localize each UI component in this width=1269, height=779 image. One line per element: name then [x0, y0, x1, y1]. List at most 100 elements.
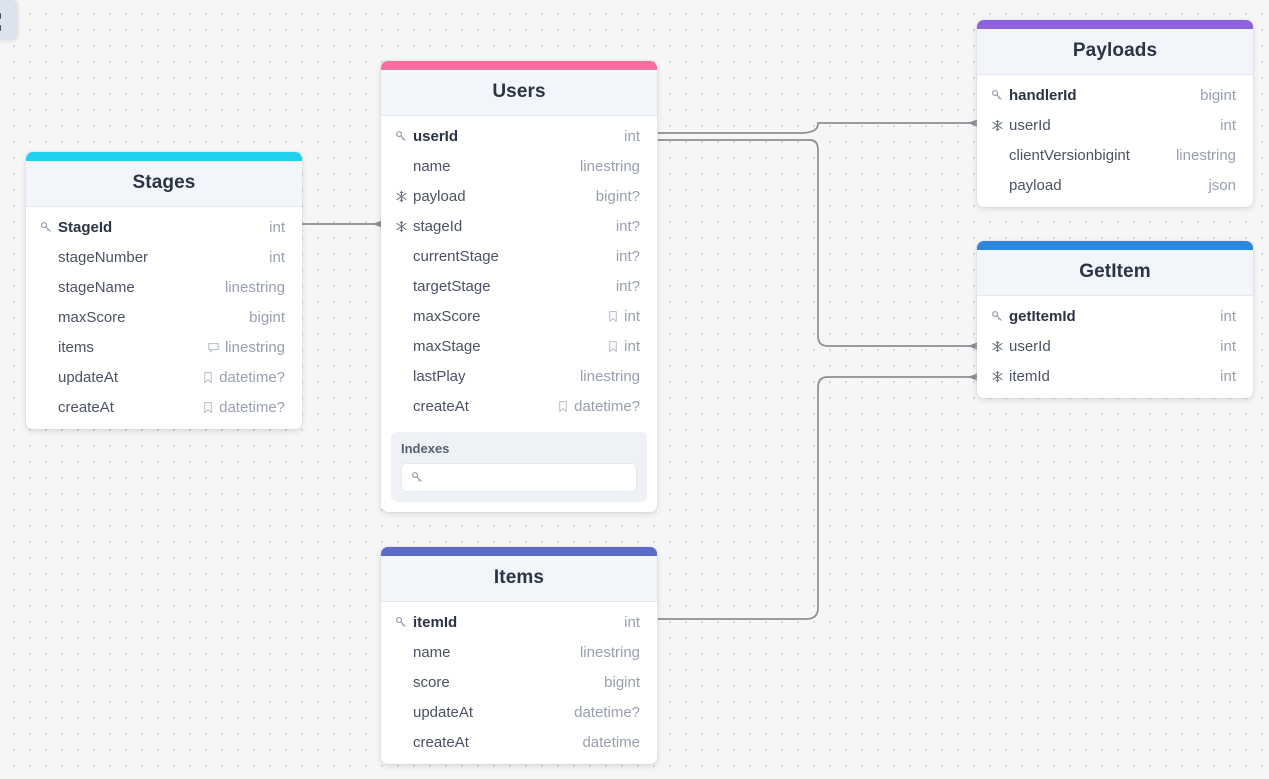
field-name: getItemId [1009, 307, 1076, 325]
field-type: datetime [577, 734, 640, 751]
field-name: payload [1009, 176, 1062, 194]
field-row-payload[interactable]: payload json [977, 170, 1253, 200]
table-title: Payloads [977, 29, 1253, 75]
users-to-payloads-userid [658, 122, 970, 134]
field-type-label: linestring [579, 367, 640, 385]
field-type-label: json [1208, 176, 1236, 194]
table-accent-bar [381, 547, 657, 556]
field-type: int? [611, 218, 640, 235]
field-type-label: datetime? [219, 398, 285, 416]
table-title: Users [381, 70, 657, 116]
field-type-label: bigint? [595, 187, 640, 205]
items-to-getitem-itemid [658, 376, 970, 620]
field-type-label: bigint [1200, 86, 1236, 104]
table-title: GetItem [977, 250, 1253, 296]
key-icon [991, 89, 1009, 102]
bookmark-icon [607, 310, 619, 323]
field-type-label: int [624, 613, 640, 631]
field-type: datetime? [202, 399, 285, 416]
table-title: Items [381, 556, 657, 602]
field-row-getItemId[interactable]: getItemId int [977, 301, 1253, 331]
field-type: int [607, 308, 640, 325]
collapsed-side-panel[interactable] [0, 0, 18, 40]
field-type-label: linestring [224, 338, 285, 356]
field-row-payload[interactable]: payload bigint? [381, 181, 657, 211]
field-type: bigint [1195, 87, 1236, 104]
field-type-label: int [624, 337, 640, 355]
field-name: score [413, 673, 450, 691]
field-type: linestring [575, 368, 640, 385]
field-type: linestring [1171, 147, 1236, 164]
field-name: userId [1009, 116, 1051, 134]
field-type-label: int [624, 127, 640, 145]
field-type: datetime? [202, 369, 285, 386]
key-icon [395, 616, 413, 629]
field-row-maxScore[interactable]: maxScore int [381, 301, 657, 331]
field-row-stageNumber[interactable]: stageNumber int [26, 242, 302, 272]
users-to-getitem-userid [658, 139, 970, 347]
field-name: name [413, 643, 451, 661]
field-name: currentStage [413, 247, 499, 265]
field-type-label: int? [615, 217, 640, 235]
indexes-section: Indexes [391, 432, 647, 502]
field-name: StageId [58, 218, 113, 236]
field-row-name[interactable]: name linestring [381, 637, 657, 667]
field-type: int [1215, 308, 1236, 325]
field-type: bigint? [591, 188, 640, 205]
field-name: maxScore [413, 307, 481, 325]
field-name: updateAt [413, 703, 474, 721]
field-name: maxScore [58, 308, 126, 326]
field-name: itemId [1009, 367, 1050, 385]
field-type: int [264, 249, 285, 266]
bookmark-icon [607, 340, 619, 353]
field-type: linestring [575, 158, 640, 175]
field-name: lastPlay [413, 367, 466, 385]
field-name: stageNumber [58, 248, 149, 266]
snowflake-icon [395, 190, 413, 203]
field-type: datetime? [557, 398, 640, 415]
field-type: linestring [220, 279, 285, 296]
field-name: payload [413, 187, 466, 205]
snowflake-icon [991, 340, 1009, 353]
panel-handle-dot [0, 13, 1, 19]
field-type: int [619, 614, 640, 631]
field-type-label: linestring [579, 643, 640, 661]
field-name: userId [1009, 337, 1051, 355]
key-icon [411, 471, 429, 484]
table-title: Stages [26, 161, 302, 207]
field-row-lastPlay[interactable]: lastPlay linestring [381, 361, 657, 391]
index-input-row[interactable] [401, 463, 637, 492]
snowflake-icon [395, 220, 413, 233]
indexes-title: Indexes [401, 441, 450, 456]
